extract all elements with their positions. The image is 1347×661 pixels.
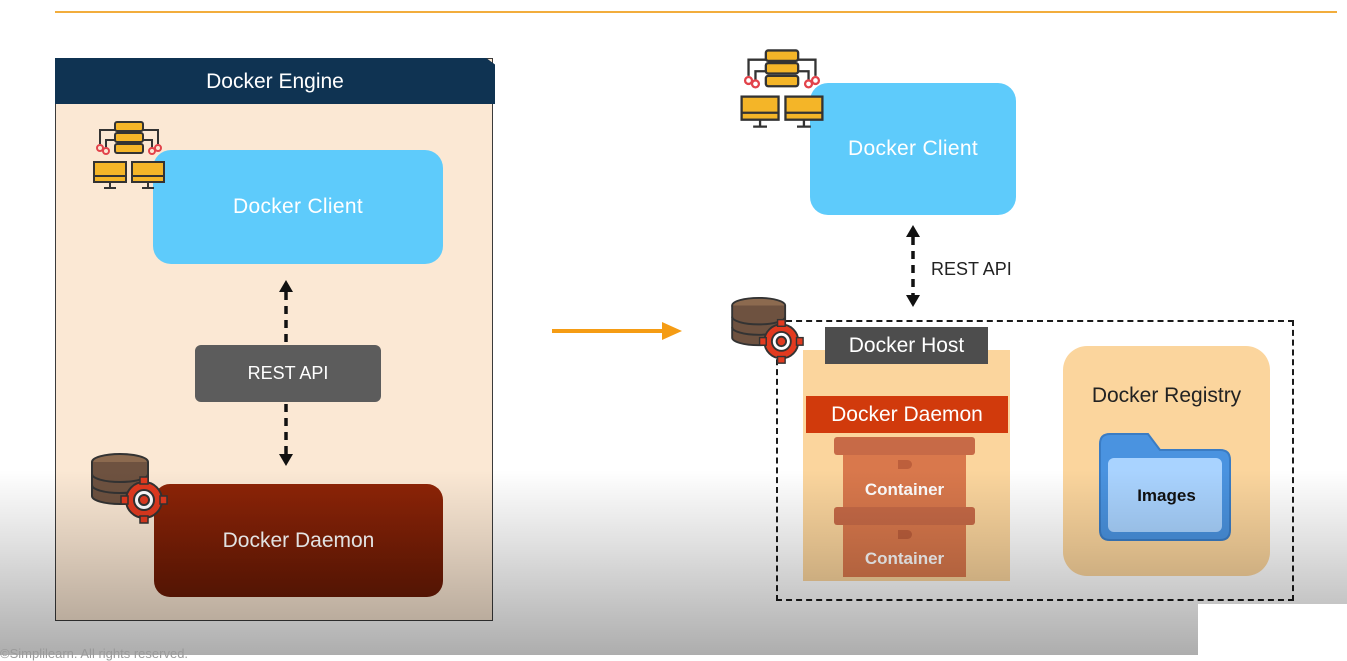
docker-client-box: Docker Client: [153, 150, 443, 264]
database-gear-icon: [91, 453, 168, 524]
rest-api-arrow-right: [906, 225, 920, 307]
docker-registry-box: Docker Registry Images: [1063, 346, 1270, 576]
docker-daemon-label: Docker Daemon: [806, 396, 1008, 433]
copyright-footer: ©Simplilearn. All rights reserved.: [0, 646, 189, 661]
images-label: Images: [1137, 486, 1196, 505]
rest-api-label: REST API: [931, 259, 1012, 279]
server-network-icon: [93, 121, 165, 189]
container-lid: [834, 437, 975, 455]
up-arrow-icon: [906, 225, 920, 237]
container-label: Container: [864, 480, 945, 499]
docker-host-label: Docker Host: [825, 327, 988, 364]
docker-host-outline: [776, 320, 1294, 601]
docker-registry-label: Docker Registry: [1091, 384, 1242, 407]
container-handle-icon: [897, 530, 912, 539]
up-arrow-icon: [279, 280, 293, 292]
corner-overlay: [1198, 604, 1347, 655]
rest-api-box: REST API: [195, 345, 381, 402]
database-gear-icon: [731, 296, 804, 364]
container-label: Container: [864, 549, 945, 568]
docker-engine-header: Docker Engine: [55, 58, 495, 104]
rest-api-arrow: [279, 280, 293, 466]
docker-daemon-box: Docker Daemon: [154, 484, 443, 597]
down-arrow-icon: [906, 295, 920, 307]
container-lid: [834, 507, 975, 525]
container-handle-icon: [897, 460, 912, 469]
server-network-icon: [740, 49, 824, 128]
right-arrow-icon: [552, 322, 682, 340]
down-arrow-icon: [279, 454, 293, 466]
container-box: Container: [843, 525, 966, 577]
docker-client-box-right: Docker Client: [810, 83, 1016, 215]
folder-icon: [1099, 433, 1231, 541]
top-accent-line: [55, 11, 1337, 13]
container-box: Container: [843, 455, 966, 508]
